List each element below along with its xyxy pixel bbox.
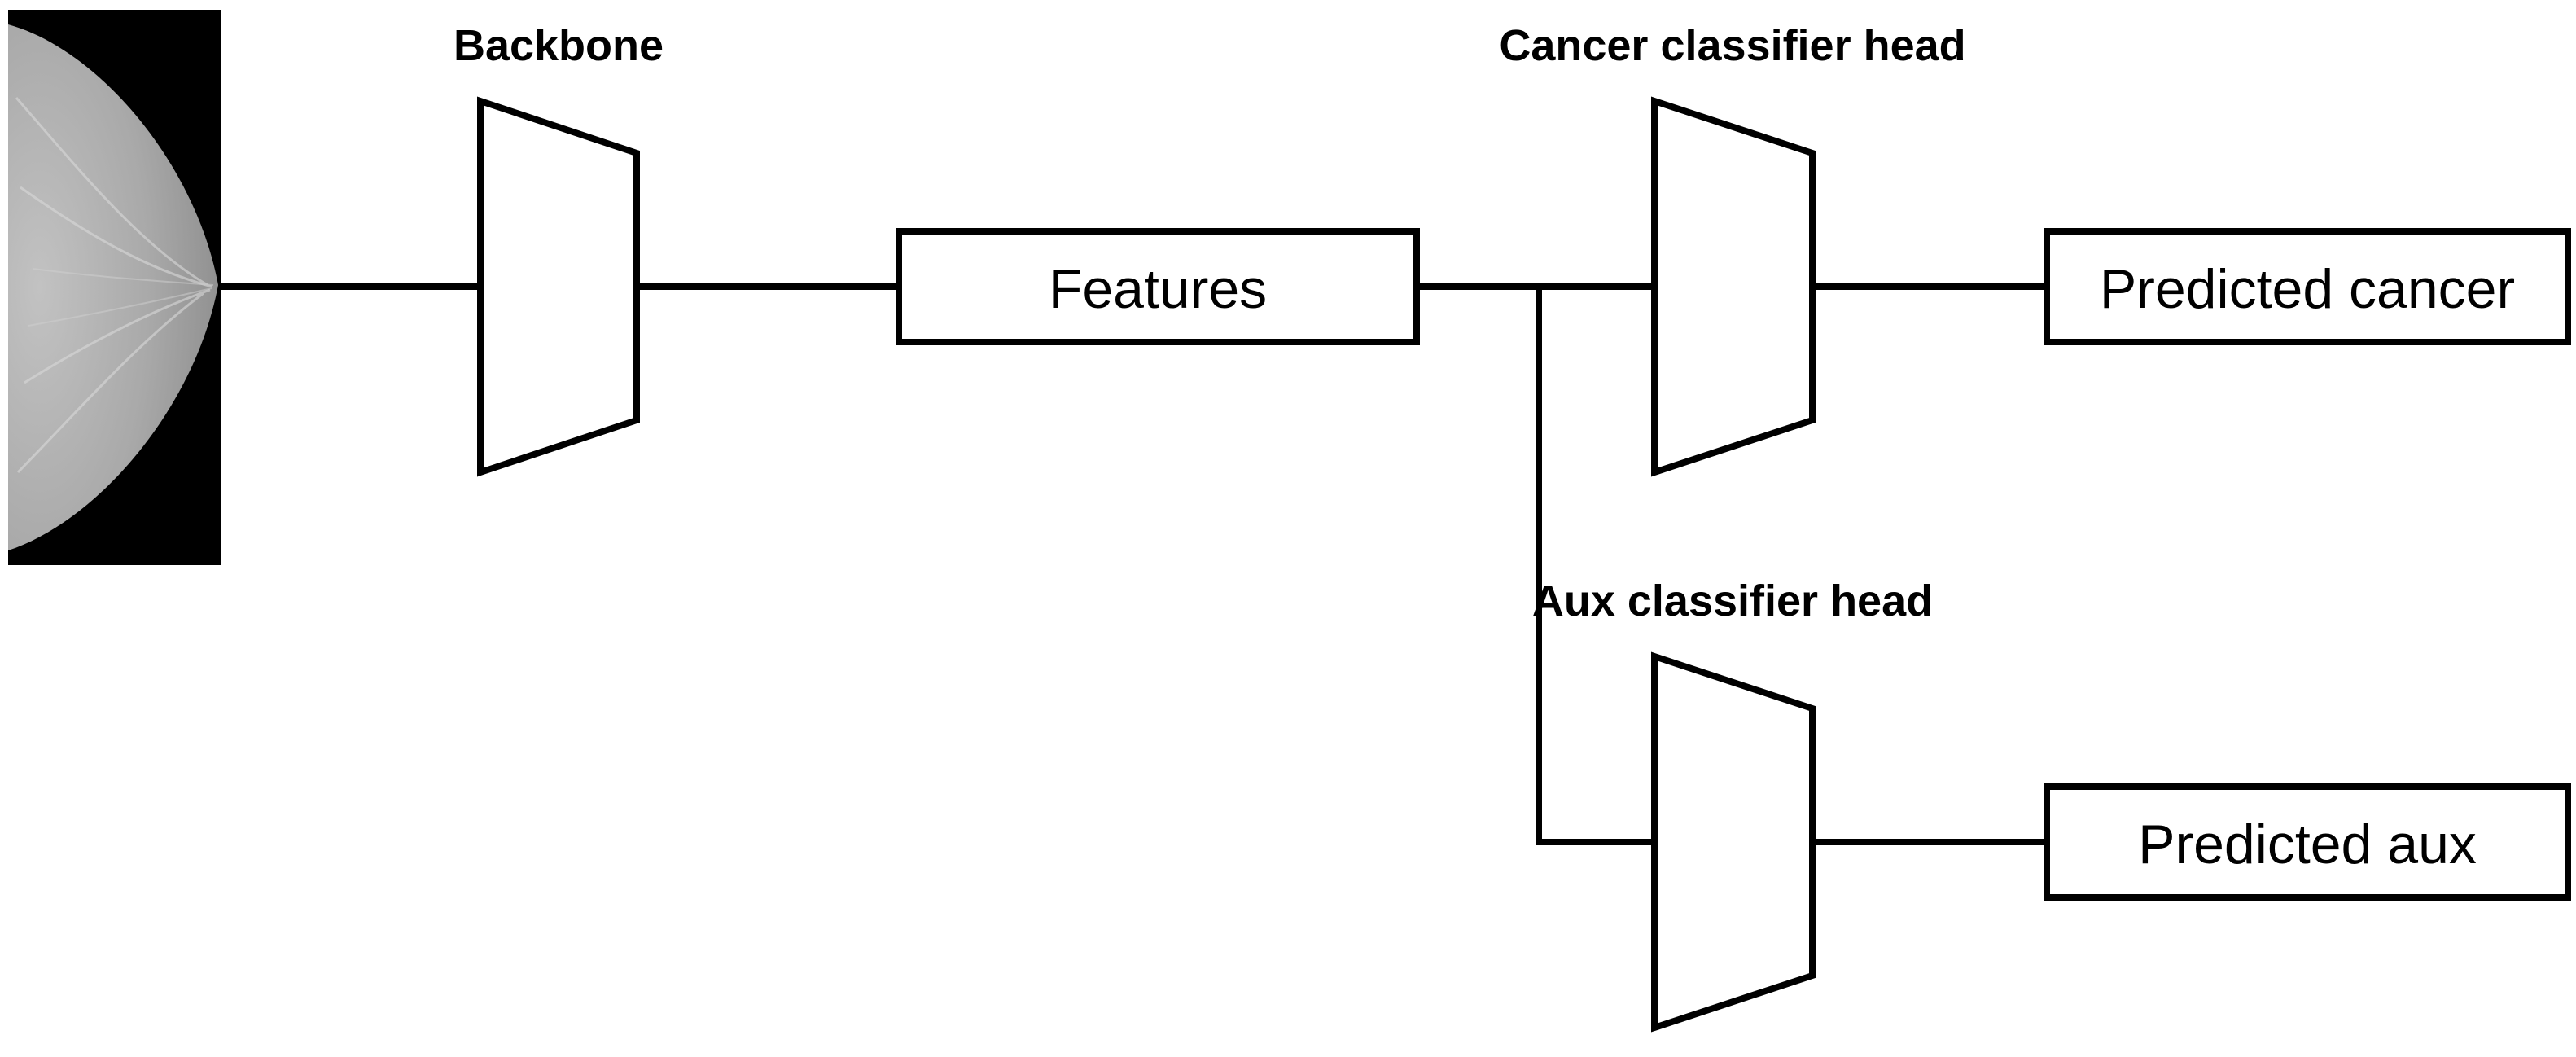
predicted-aux-block: Predicted aux [2044, 783, 2571, 901]
connection-wires [221, 283, 2047, 845]
mammogram-image [8, 10, 221, 565]
features-block: Features [896, 228, 1420, 345]
aux-classifier-head: Aux classifier head [1532, 577, 1933, 1033]
backbone-label: Backbone [453, 21, 664, 70]
backbone-block: Backbone [453, 21, 664, 477]
features-label: Features [1049, 258, 1267, 320]
predicted-cancer-block: Predicted cancer [2044, 228, 2571, 345]
aux-head-label: Aux classifier head [1532, 577, 1933, 625]
predicted-cancer-label: Predicted cancer [2100, 258, 2515, 320]
cancer-head-label: Cancer classifier head [1499, 21, 1965, 70]
wire-features-to-aux-head [1536, 287, 1654, 845]
predicted-aux-label: Predicted aux [2138, 814, 2477, 875]
cancer-classifier-head: Cancer classifier head [1499, 21, 1966, 477]
